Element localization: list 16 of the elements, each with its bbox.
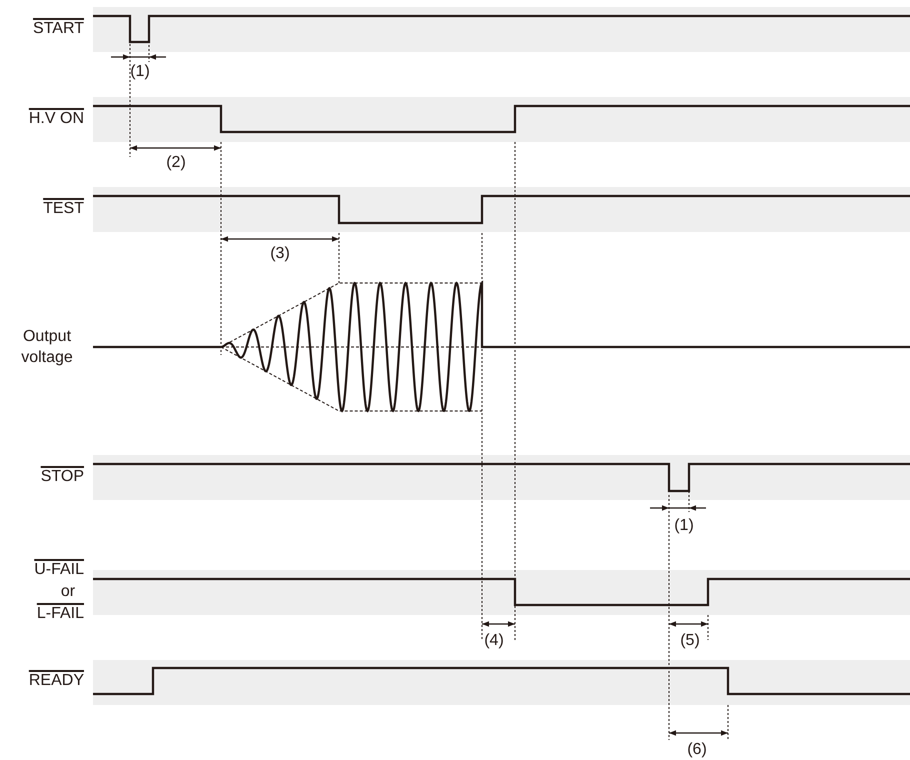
timing-label: (4) [484, 632, 504, 650]
timing-label: (6) [687, 741, 707, 759]
signal-name: Output voltage [20, 327, 74, 368]
signal-name: L-FAIL [36, 605, 84, 623]
timing-label: (1) [130, 63, 150, 81]
signal-name: START [33, 20, 84, 38]
signal-name: STOP [40, 468, 84, 486]
signal-name: or [60, 583, 76, 601]
timing-label: (5) [680, 632, 700, 650]
signal-name: TEST [43, 200, 84, 218]
signal-name: H.V ON [28, 110, 84, 128]
timing-label: (3) [270, 245, 290, 263]
signal-name: READY [28, 672, 84, 690]
signal-name: U-FAIL [34, 561, 84, 579]
timing-label: (1) [674, 517, 694, 535]
timing-label: (2) [166, 154, 186, 172]
